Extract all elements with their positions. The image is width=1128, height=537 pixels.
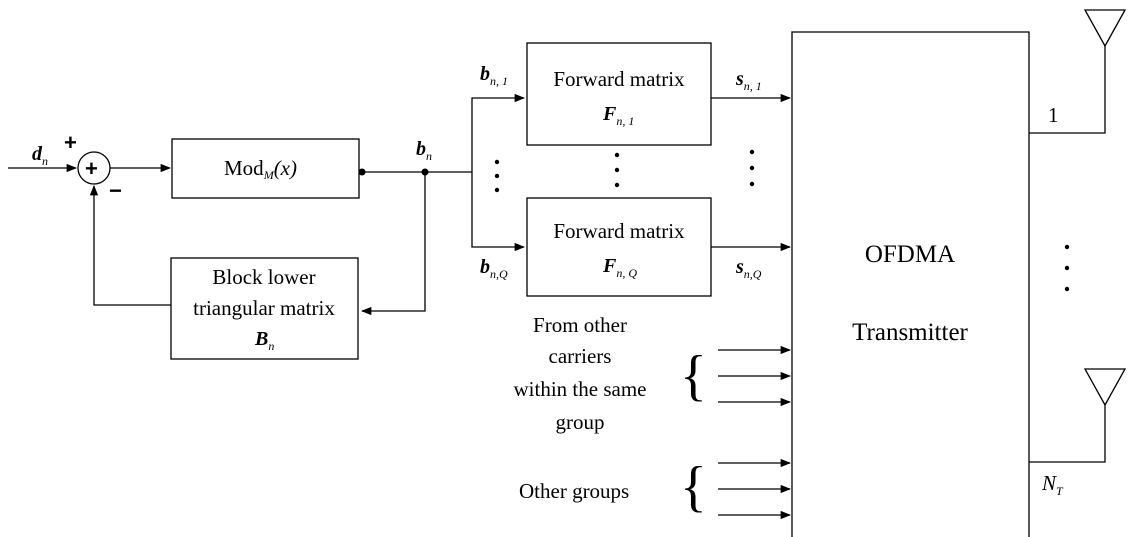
plus-sign: + (64, 130, 77, 155)
s-nQ-label: sn,Q (735, 256, 762, 281)
split-arrow-top (471, 93, 526, 172)
antenna-icon (1083, 368, 1127, 407)
svg-text:Block lower: Block lower (212, 265, 315, 289)
summing-junction-icon: + (77, 151, 111, 185)
svg-text:From other: From other (533, 313, 627, 337)
b-n1-label: bn, 1 (480, 63, 508, 88)
svg-text:Forward matrix: Forward matrix (553, 67, 685, 91)
svg-text:Transmitter: Transmitter (852, 319, 968, 346)
feedback-block: Block lower triangular matrix Bn (170, 257, 359, 360)
s-n1-label: sn, 1 (735, 68, 762, 93)
b-nQ-label: bn,Q (480, 256, 508, 281)
antenna-icon (1083, 9, 1127, 48)
vertical-ellipsis-icon (1064, 244, 1070, 292)
svg-text:carriers: carriers (549, 344, 612, 368)
minus-sign: − (109, 178, 122, 203)
mod-block: ModM(x) (171, 138, 360, 199)
svg-text:within the same: within the same (514, 377, 647, 401)
split-arrow-bottom (471, 172, 526, 252)
antenna-NT-label: NT (1041, 471, 1064, 498)
vertical-ellipsis-icon (749, 149, 755, 187)
brace-icon: { (680, 456, 707, 518)
svg-text:+: + (85, 156, 98, 181)
feedback-arrow (360, 172, 426, 316)
svg-text:Fn, Q: Fn, Q (602, 255, 637, 280)
antenna-1-feed (1029, 46, 1106, 134)
svg-text:OFDMA: OFDMA (865, 241, 955, 268)
feedback-to-sum-arrow (89, 184, 171, 306)
svg-text:triangular matrix: triangular matrix (193, 296, 335, 320)
b-n-label: bn (416, 138, 432, 163)
input-d-label: dn (32, 143, 48, 168)
brace-icon: { (680, 345, 707, 407)
forward-matrix-1-block: Forward matrix Fn, 1 (526, 42, 712, 146)
ofdma-transmitter-block: OFDMA Transmitter (791, 31, 1030, 537)
vertical-ellipsis-icon (494, 159, 500, 193)
svg-text:ModM(x): ModM(x) (224, 156, 297, 182)
svg-text:group: group (556, 410, 605, 434)
vertical-ellipsis-icon (614, 152, 620, 188)
svg-text:Forward matrix: Forward matrix (553, 219, 685, 243)
svg-text:Fn, 1: Fn, 1 (602, 103, 634, 128)
junction-dot (358, 168, 366, 176)
antenna-1-label: 1 (1048, 103, 1059, 127)
antenna-NT-feed (1029, 405, 1106, 463)
other-groups-label: Other groups (519, 479, 629, 503)
svg-text:Bn: Bn (254, 328, 274, 353)
forward-matrix-Q-block: Forward matrix Fn, Q (526, 197, 712, 297)
other-carriers-label: From other carriers within the same grou… (514, 313, 647, 434)
